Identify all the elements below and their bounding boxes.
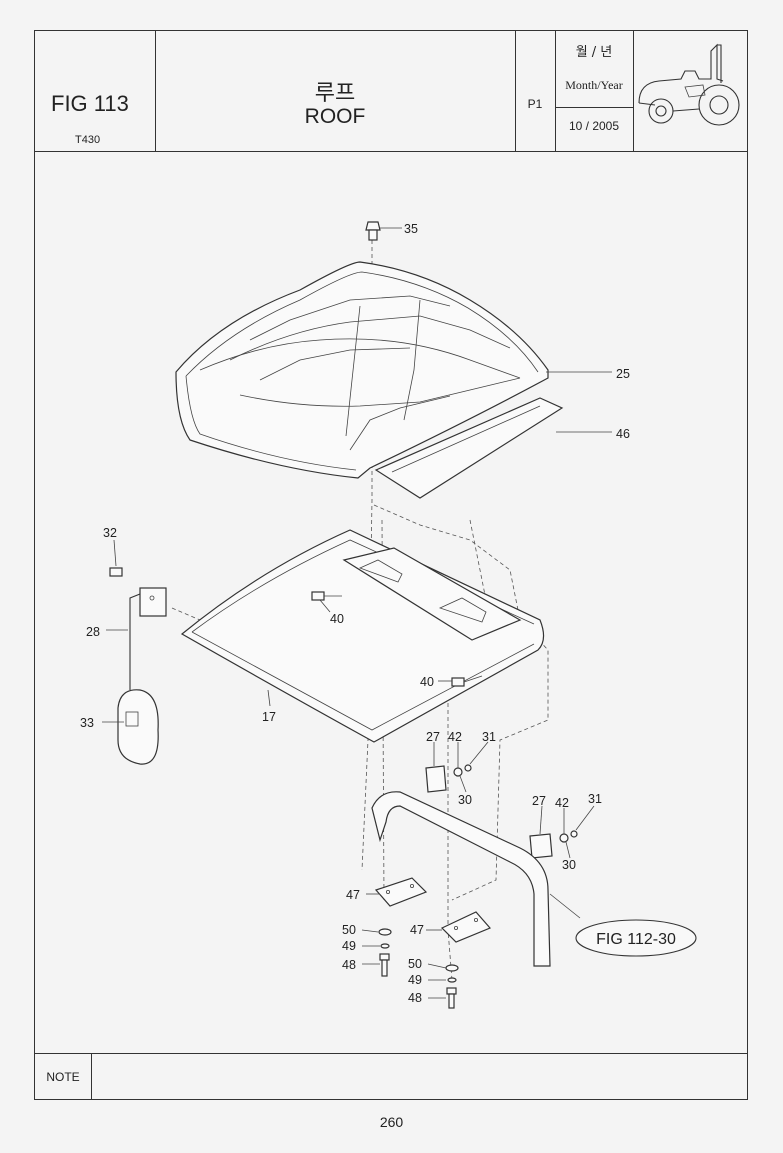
part-number: 17 bbox=[262, 710, 276, 724]
mirror-bolt bbox=[109, 567, 123, 577]
fastener-stack bbox=[378, 928, 392, 977]
rear-mirror bbox=[117, 689, 159, 765]
part-number: 31 bbox=[482, 730, 496, 744]
tractor-thumbnail-cell bbox=[633, 31, 747, 151]
part-number: 47 bbox=[410, 923, 424, 937]
part-number: 50 bbox=[342, 923, 356, 937]
leader-line bbox=[469, 741, 489, 765]
mounting-bracket bbox=[425, 765, 447, 793]
tractor-icon bbox=[638, 43, 740, 126]
assembly-axis bbox=[373, 504, 549, 901]
figure-number: FIG 113 bbox=[51, 91, 129, 116]
part-number: 42 bbox=[555, 796, 569, 810]
part-number: 48 bbox=[342, 958, 356, 972]
part-number: 27 bbox=[532, 794, 546, 808]
roof-bolt bbox=[365, 221, 381, 241]
page-code-cell: P1 bbox=[515, 31, 556, 151]
mirror-rod bbox=[129, 587, 167, 690]
title-korean: 루프 bbox=[314, 81, 356, 106]
note-label: NOTE bbox=[35, 1054, 92, 1100]
date-value: 10 / 2005 bbox=[568, 119, 620, 133]
leader-line bbox=[267, 689, 271, 707]
part-number: 32 bbox=[103, 526, 117, 540]
cross-reference-bubble: FIG 112-30 bbox=[575, 919, 697, 957]
date-cell: 월 / 년 Month/Year 10 / 2005 bbox=[555, 31, 634, 151]
part-number: 31 bbox=[588, 792, 602, 806]
roof-liner bbox=[374, 397, 564, 499]
washer-set bbox=[559, 830, 578, 843]
model-code: T430 bbox=[75, 134, 101, 146]
part-number: 33 bbox=[80, 716, 94, 730]
part-number: 40 bbox=[420, 675, 434, 689]
mounting-bracket bbox=[529, 833, 553, 859]
leader-line bbox=[549, 893, 581, 919]
date-label-english: Month/Year bbox=[565, 78, 623, 92]
leader-line bbox=[575, 805, 595, 831]
cross-reference-label: FIG 112-30 bbox=[596, 931, 676, 948]
leader-line bbox=[565, 841, 571, 859]
part-number: 47 bbox=[346, 888, 360, 902]
page-number: 260 bbox=[379, 1114, 404, 1130]
page-code: P1 bbox=[527, 97, 543, 111]
leader-line bbox=[459, 775, 467, 793]
roll-over-bar bbox=[371, 791, 551, 967]
roof-frame-bolt bbox=[451, 675, 483, 687]
fastener-stack bbox=[445, 964, 459, 1009]
part-number: 42 bbox=[448, 730, 462, 744]
part-number: 50 bbox=[408, 957, 422, 971]
part-number: 40 bbox=[330, 612, 344, 626]
parts-sheet: FIG 113 T430 루프 ROOF P1 월 / 년 Month/Year… bbox=[34, 30, 748, 1100]
leader-line bbox=[427, 963, 447, 969]
part-number: 30 bbox=[458, 793, 472, 807]
leader-line bbox=[113, 539, 117, 567]
leader-line bbox=[361, 929, 379, 933]
washer-set bbox=[453, 764, 472, 777]
title-english: ROOF bbox=[304, 105, 366, 128]
part-number: 49 bbox=[408, 973, 422, 987]
part-number: 35 bbox=[404, 222, 418, 236]
header-block: FIG 113 T430 루프 ROOF P1 월 / 년 Month/Year… bbox=[35, 31, 747, 152]
leader-line bbox=[319, 599, 331, 613]
part-number: 30 bbox=[562, 858, 576, 872]
mount-plate bbox=[440, 911, 492, 943]
part-number: 46 bbox=[616, 427, 630, 441]
part-number: 27 bbox=[426, 730, 440, 744]
date-label-korean: 월 / 년 bbox=[575, 45, 613, 60]
note-box: NOTE bbox=[35, 1053, 747, 1100]
part-number: 28 bbox=[86, 625, 100, 639]
figure-cell: FIG 113 T430 bbox=[35, 31, 156, 151]
part-number: 49 bbox=[342, 939, 356, 953]
leader-line bbox=[539, 805, 543, 835]
roof-frame-bolt bbox=[311, 591, 342, 601]
title-cell: 루프 ROOF bbox=[155, 31, 516, 151]
roof-shell bbox=[175, 261, 549, 479]
mount-plate bbox=[374, 877, 428, 907]
part-number: 48 bbox=[408, 991, 422, 1005]
date-divider bbox=[555, 107, 633, 108]
assembly-axis bbox=[171, 607, 201, 621]
roof-frame bbox=[180, 529, 545, 743]
part-number: 25 bbox=[616, 367, 630, 381]
